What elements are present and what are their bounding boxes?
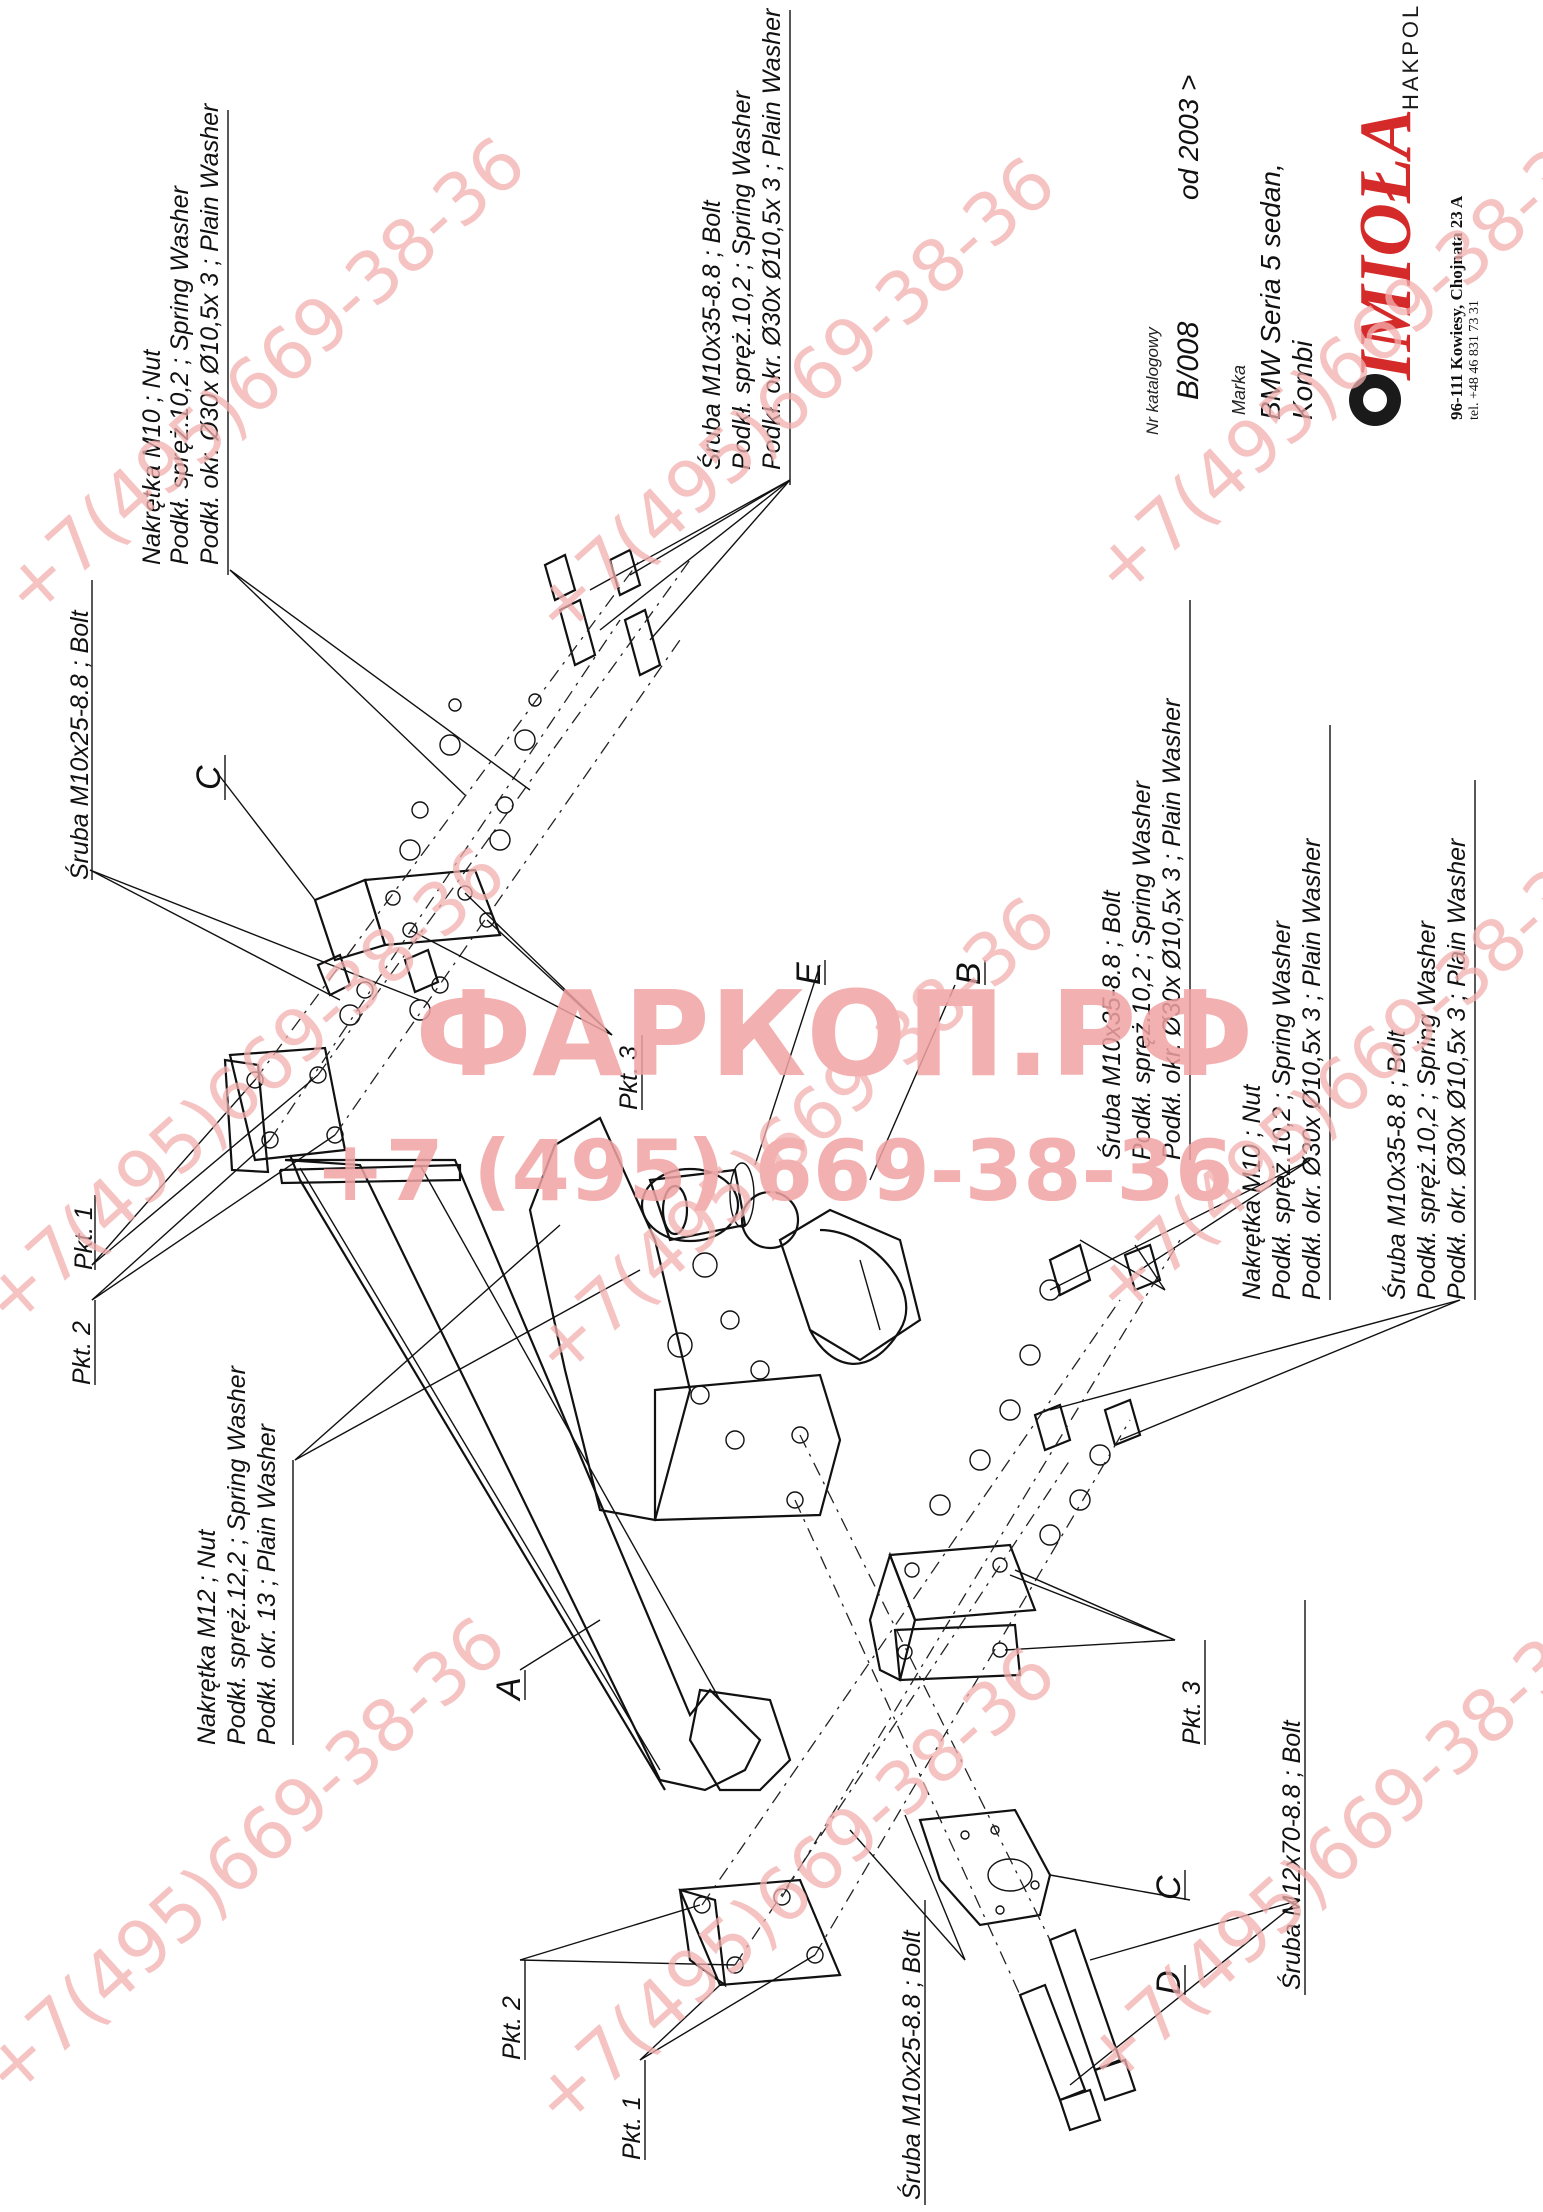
fasteners-top	[316, 548, 662, 1026]
callout-bolt-m10x35-top-2: Podkł. spręż.10,2 ; Spring Washer	[728, 89, 756, 470]
callout-bolt-m10x25-bottom: Śruba M10x25-8.8 ; Bolt	[896, 1929, 926, 2200]
callout-nut-m12-3: Podkł. okr. 13 ; Plain Washer	[253, 1422, 281, 1745]
pkt1-label-top: Pkt. 1	[70, 1206, 98, 1270]
part-label-b: B	[950, 962, 988, 985]
imiola-logo: IMIOŁA HAKPOL	[1345, 3, 1427, 426]
callout-bolt-m10x35-mid-3: Podkł. okr. Ø30x Ø10,5x 3 ; Plain Washer	[1158, 697, 1186, 1160]
callout-bolt-m10x35-mid-2: Podkł. spręż.10,2 ; Spring Washer	[1128, 779, 1156, 1160]
pkt3-label-top: Pkt. 3	[615, 1046, 643, 1110]
callout-nut-m12-2: Podkł. spręż.12,2 ; Spring Washer	[223, 1364, 251, 1745]
pkt2-label-bottom: Pkt. 2	[498, 1996, 526, 2060]
ball-bracket-b	[528, 1116, 922, 1522]
tow-ball-e	[640, 1162, 755, 1243]
watermark-phone-1: +7(495)669-38-36	[0, 120, 541, 632]
pkt1-label-bottom: Pkt. 1	[618, 2096, 646, 2160]
callout-bolt-m10x35-low-1: Śruba M10x35-8.8 ; Bolt	[1381, 1029, 1411, 1300]
fasteners-middle	[667, 1243, 1162, 1546]
callout-bolt-m10x25-top: Śruba M10x25-8.8 ; Bolt	[64, 609, 94, 880]
bracket-c-bottom	[868, 1543, 1037, 1682]
vehicle-line1: BMW Seria 5 sedan,	[1255, 163, 1286, 420]
watermark-phone-9: +7(495)669-38-36	[1065, 1590, 1543, 2102]
watermark-phone-8: +7(495)669-38-36	[515, 1630, 1071, 2142]
watermark-phone-big: +7 (495) 669-38-36	[315, 1122, 1233, 1220]
callout-bolt-m12x70: Śruba M12x70-8.8 ; Bolt	[1276, 1719, 1306, 1990]
callout-bolt-m10x35-low-3: Podkł. okr. Ø30x Ø10,5x 3 ; Plain Washer	[1443, 837, 1471, 1300]
pkt3-label-bottom: Pkt. 3	[1178, 1681, 1206, 1745]
callout-nut-m10-mid-1: Nakrętka M10 ; Nut	[1238, 1084, 1266, 1300]
callout-bolt-m10x35-mid-1: Śruba M10x35-8.8 ; Bolt	[1096, 889, 1126, 1160]
callout-bolt-m10x35-top-1: Śruba M10x35-8.8 ; Bolt	[696, 199, 726, 470]
socket-plate-d	[918, 1808, 1052, 1927]
bracket-c-top	[313, 868, 502, 962]
title-block: Nr katalogowy B/008 od 2003 > Marka BMW …	[1143, 3, 1482, 435]
watermark-site: ФАРКОП.РФ	[415, 965, 1254, 1103]
callout-bolt-m10x35-top-3: Podkł. okr. Ø30x Ø10,5x 3 ; Plain Washer	[758, 7, 786, 470]
part-label-c-bottom: C	[1150, 1875, 1188, 1900]
watermark-layer: ФАРКОП.РФ +7 (495) 669-38-36 +7(495)669-…	[0, 100, 1543, 2142]
catalog-number: B/008	[1172, 321, 1205, 400]
callout-nut-m10-top-2: Podkł. spręż.10,2 ; Spring Washer	[166, 184, 194, 565]
assembly-lines	[254, 559, 1181, 1996]
callout-nut-m10-mid-2: Podkł. spręż.10,2 ; Spring Washer	[1268, 919, 1296, 1300]
leader-lines	[89, 479, 1461, 2086]
end-plate-top	[223, 1046, 462, 1185]
part-label-a: A	[490, 1677, 528, 1702]
part-label-e: E	[790, 962, 828, 985]
catalog-label: Nr katalogowy	[1143, 326, 1162, 435]
part-label-c-top: C	[190, 765, 228, 790]
make-label: Marka	[1229, 365, 1249, 415]
callout-nut-m12-1: Nakrętka M12 ; Nut	[193, 1529, 221, 1745]
bolts-m12x70	[1018, 1928, 1137, 2132]
callout-bolt-m10x35-low-2: Podkł. spręż.10,2 ; Spring Washer	[1413, 919, 1441, 1300]
vehicle-line2: Kombi	[1287, 340, 1318, 420]
logo-text: IMIOŁA	[1345, 109, 1427, 381]
watermark-phone-2: +7(495)669-38-36	[515, 140, 1071, 652]
callout-nut-m10-top-3: Podkł. okr. Ø30x Ø10,5x 3 ; Plain Washer	[196, 102, 224, 565]
company-phone: tel. +48 46 831 73 31	[1467, 300, 1482, 420]
company-address: 96-111 Kowiesy, Chojnata 23 A	[1447, 195, 1466, 420]
callout-nut-m10-mid-3: Podkł. okr. Ø30x Ø10,5x 3 ; Plain Washer	[1298, 837, 1326, 1300]
pkt2-label-top: Pkt. 2	[68, 1321, 96, 1385]
callout-nut-m10-top-1: Nakrętka M10 ; Nut	[138, 349, 166, 565]
part-label-d: D	[1150, 1970, 1188, 1995]
model-years: od 2003 >	[1173, 75, 1204, 200]
logo-sub: HAKPOL	[1398, 3, 1423, 110]
towbar-assembly	[89, 479, 1461, 2132]
